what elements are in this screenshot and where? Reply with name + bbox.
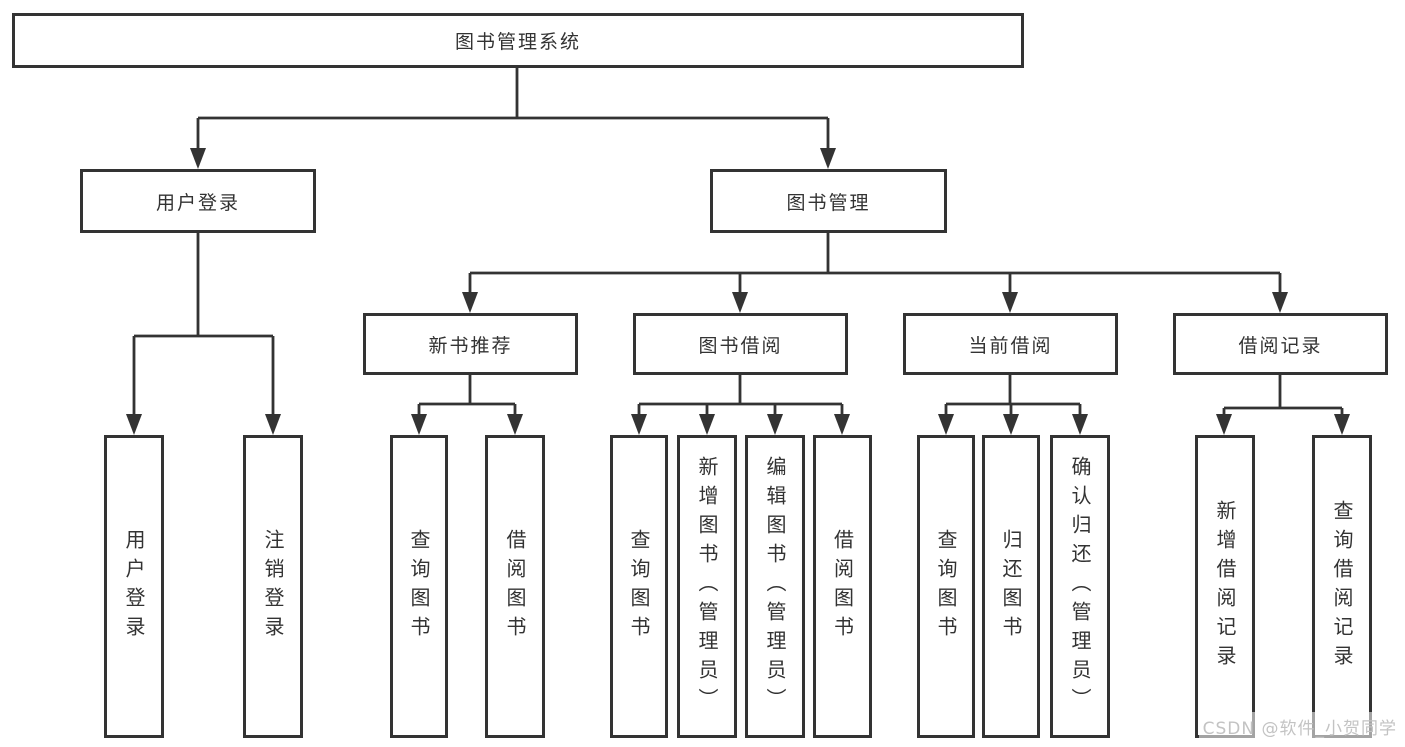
node-borrowing-records: 借阅记录 [1173, 313, 1388, 375]
leaf-label: 查询图书 [627, 528, 651, 645]
leaf-label: 借阅图书 [830, 528, 855, 645]
watermark: CSDN @软件_小贺同学 [1198, 712, 1401, 741]
leaf-borrow-books: 借阅图书 [813, 435, 872, 738]
arrow-down-icon [1003, 414, 1019, 435]
node-label: 图书借阅 [698, 334, 783, 357]
leaf-add-books-admin: 新增图书（管理员） [677, 435, 737, 738]
node-book-borrowing: 图书借阅 [633, 313, 848, 375]
root-node-label: 图书管理系统 [454, 31, 581, 53]
arrow-down-icon [462, 292, 478, 313]
node-label: 借阅记录 [1238, 334, 1323, 357]
leaf-user-login: 用户登录 [104, 435, 164, 738]
arrow-down-icon [190, 148, 206, 169]
arrow-down-icon [732, 292, 748, 313]
node-label: 用户登录 [155, 191, 240, 214]
node-label: 当前借阅 [968, 334, 1053, 357]
arrow-down-icon [631, 414, 647, 435]
leaf-label: 归还图书 [999, 528, 1023, 645]
arrow-down-icon [820, 148, 836, 169]
leaf-label: 新增借阅记录 [1213, 499, 1237, 674]
node-book-management: 图书管理 [710, 169, 947, 233]
leaf-logout: 注销登录 [243, 435, 303, 738]
arrow-down-icon [411, 414, 427, 435]
leaf-label: 用户登录 [122, 528, 146, 645]
leaf-confirm-return-admin: 确认归还（管理员） [1050, 435, 1110, 738]
leaf-label: 借阅图书 [503, 528, 527, 645]
arrow-down-icon [1334, 414, 1350, 435]
leaf-label: 编辑图书（管理员） [763, 456, 787, 717]
node-user-login: 用户登录 [80, 169, 316, 233]
arrow-down-icon [699, 414, 715, 435]
arrow-down-icon [767, 414, 783, 435]
arrow-down-icon [126, 414, 142, 435]
arrow-down-icon [834, 414, 850, 435]
leaf-query-borrow-record: 查询借阅记录 [1312, 435, 1372, 738]
arrow-down-icon [507, 414, 523, 435]
node-label: 新书推荐 [428, 334, 513, 357]
root-node-library-management-system: 图书管理系统 [12, 13, 1024, 68]
node-new-book-recommendation: 新书推荐 [363, 313, 578, 375]
arrow-down-icon [1002, 292, 1018, 313]
node-current-borrowing: 当前借阅 [903, 313, 1118, 375]
leaf-edit-books-admin: 编辑图书（管理员） [745, 435, 805, 738]
arrow-down-icon [1272, 292, 1288, 313]
leaf-label: 查询借阅记录 [1330, 499, 1354, 674]
leaf-label: 查询图书 [934, 528, 958, 645]
node-label: 图书管理 [786, 191, 871, 214]
leaf-return-books: 归还图书 [982, 435, 1040, 738]
arrow-down-icon [265, 414, 281, 435]
leaf-label: 新增图书（管理员） [695, 456, 719, 717]
leaf-label: 确认归还（管理员） [1068, 456, 1092, 717]
leaf-label: 查询图书 [407, 528, 431, 645]
leaf-query-books-borrow: 查询图书 [610, 435, 668, 738]
leaf-query-books-current: 查询图书 [917, 435, 975, 738]
arrow-down-icon [1216, 414, 1232, 435]
arrow-down-icon [938, 414, 954, 435]
arrowheads [126, 148, 1350, 435]
leaf-add-borrow-record: 新增借阅记录 [1195, 435, 1255, 738]
leaf-borrow-books-recommend: 借阅图书 [485, 435, 545, 738]
leaf-query-books-recommend: 查询图书 [390, 435, 448, 738]
arrow-down-icon [1072, 414, 1088, 435]
connector-paths [132, 68, 1344, 415]
leaf-label: 注销登录 [261, 528, 285, 645]
